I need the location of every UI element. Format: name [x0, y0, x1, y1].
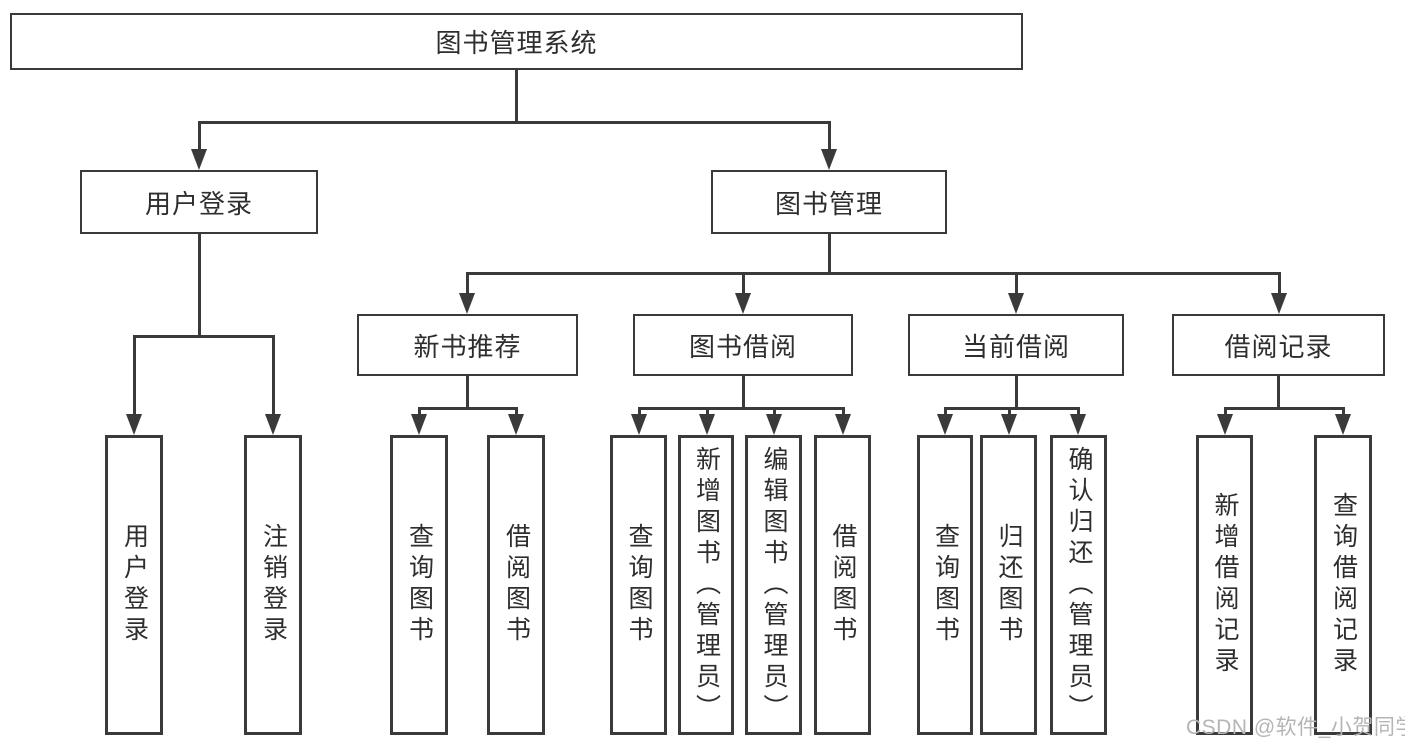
- connector-arrowhead: [459, 293, 475, 314]
- connector-arrowhead: [265, 414, 281, 435]
- connector-vline: [828, 234, 831, 272]
- connector-vline: [515, 407, 518, 417]
- connector-hline: [418, 407, 517, 410]
- connector-vline: [773, 407, 776, 417]
- connector-vline: [742, 272, 745, 294]
- leaf-borrow-books-recommend: 借阅图书: [487, 435, 545, 735]
- connector-vline: [944, 407, 947, 417]
- connector-arrowhead: [1001, 414, 1017, 435]
- connector-vline: [742, 376, 745, 407]
- connector-vline: [1278, 272, 1281, 294]
- connector-hline: [198, 121, 831, 124]
- leaf-query-borrow-record: 查询借阅记录: [1314, 435, 1372, 735]
- connector-arrowhead: [821, 149, 837, 170]
- connector-arrowhead: [631, 414, 647, 435]
- connector-vline: [466, 376, 469, 407]
- connector-vline: [1342, 407, 1345, 417]
- connector-arrowhead: [411, 414, 427, 435]
- leaf-query-books-borrowing: 查询图书: [610, 435, 667, 735]
- connector-arrowhead: [126, 414, 142, 435]
- connector-vline: [133, 335, 136, 415]
- connector-arrowhead: [1217, 414, 1233, 435]
- leaf-add-books-admin: 新增图书（管理员）: [678, 435, 734, 735]
- connector-vline: [418, 407, 421, 417]
- connector-vline: [638, 407, 641, 417]
- leaf-query-books-recommend: 查询图书: [390, 435, 448, 735]
- leaf-borrow-books-borrowing: 借阅图书: [814, 435, 871, 735]
- node-book-borrowing: 图书借阅: [633, 314, 853, 376]
- connector-arrowhead: [735, 293, 751, 314]
- connector-vline: [1015, 376, 1018, 407]
- connector-vline: [842, 407, 845, 417]
- leaf-logout: 注销登录: [244, 435, 302, 735]
- connector-arrowhead: [1008, 293, 1024, 314]
- connector-vline: [198, 121, 201, 151]
- connector-vline: [1077, 407, 1080, 417]
- connector-vline: [515, 70, 518, 122]
- connector-vline: [272, 335, 275, 415]
- connector-arrowhead: [1335, 414, 1351, 435]
- connector-hline: [944, 407, 1079, 410]
- connector-arrowhead: [766, 414, 782, 435]
- leaf-return-books: 归还图书: [980, 435, 1037, 735]
- leaf-edit-books-admin: 编辑图书（管理员）: [745, 435, 802, 735]
- connector-arrowhead: [191, 149, 207, 170]
- connector-arrowhead: [937, 414, 953, 435]
- node-current-borrowing: 当前借阅: [908, 314, 1124, 376]
- connector-vline: [706, 407, 709, 417]
- node-user-login-branch: 用户登录: [80, 170, 318, 234]
- node-new-book-recommendation: 新书推荐: [357, 314, 578, 376]
- connector-vline: [828, 121, 831, 151]
- leaf-confirm-return-admin: 确认归还（管理员）: [1050, 435, 1107, 735]
- connector-vline: [1277, 376, 1280, 407]
- connector-hline: [638, 407, 844, 410]
- connector-vline: [1224, 407, 1227, 417]
- leaf-add-borrow-record: 新增借阅记录: [1196, 435, 1253, 735]
- connector-vline: [466, 272, 469, 294]
- csdn-watermark: CSDN @软件_小贺同学: [1186, 716, 1405, 739]
- connector-hline: [1224, 407, 1343, 410]
- connector-arrowhead: [1070, 414, 1086, 435]
- leaf-query-books-current: 查询图书: [917, 435, 973, 735]
- connector-arrowhead: [699, 414, 715, 435]
- connector-arrowhead: [1271, 293, 1287, 314]
- connector-hline: [466, 272, 1280, 275]
- node-borrowing-records: 借阅记录: [1172, 314, 1385, 376]
- connector-vline: [1015, 272, 1018, 294]
- connector-hline: [133, 335, 274, 338]
- connector-arrowhead: [835, 414, 851, 435]
- node-book-management-branch: 图书管理: [711, 170, 947, 234]
- leaf-user-login: 用户登录: [105, 435, 163, 735]
- connector-arrowhead: [508, 414, 524, 435]
- connector-vline: [1008, 407, 1011, 417]
- connector-vline: [198, 234, 201, 335]
- node-library-management-system: 图书管理系统: [10, 13, 1023, 70]
